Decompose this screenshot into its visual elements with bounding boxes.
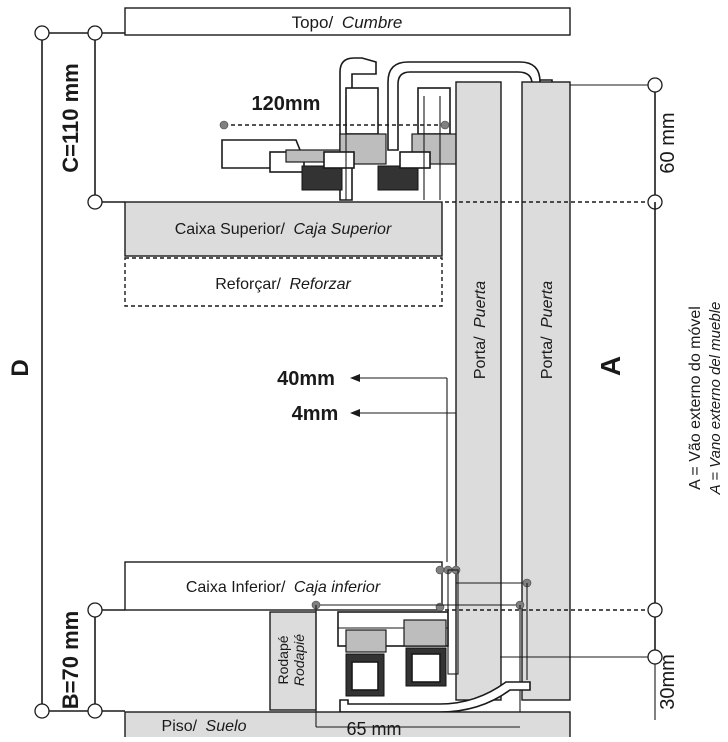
caixa-superior-label-pt: Caixa Superior/ <box>175 221 286 238</box>
lower-hinge-hardware <box>337 569 531 713</box>
piso-label-es: Suelo <box>206 718 247 735</box>
legend-line-2: A = Vano externo del mueble <box>707 302 724 496</box>
b-dimension: B=70 mm <box>58 602 125 719</box>
topo-label-pt: Topo/ <box>292 13 334 32</box>
outer-door-label-pt: Porta/ <box>539 336 556 379</box>
outer-door-label-es: Puerta <box>539 281 556 328</box>
a-legend: A = Vão externo do móvel A = Vano extern… <box>687 302 724 496</box>
dim-4mm: 4mm <box>292 403 457 562</box>
caixa-superior-panel: Caixa Superior/ Caja Superior <box>124 201 443 257</box>
inner-door-label-pt: Porta/ <box>472 336 489 379</box>
dim-40mm-label: 40mm <box>277 368 335 390</box>
topo-label-es: Cumbre <box>342 13 402 32</box>
caixa-inferior-panel: Caixa Inferior/ Caja inferior <box>124 561 443 611</box>
c-label: C=110 mm <box>58 63 83 172</box>
outer-door-panel: Porta/ Puerta <box>521 81 571 701</box>
d-label: D <box>7 359 34 376</box>
dim-30mm-label: 30mm <box>657 654 679 710</box>
upper-hinge-hardware <box>221 57 553 201</box>
dim-65mm-label: 65 mm <box>346 719 401 737</box>
right-dimensions: 60 mm A 30mm <box>445 77 679 720</box>
dim-120mm-label: 120mm <box>252 93 321 115</box>
caixa-superior-label-es: Caja Superior <box>293 221 392 238</box>
svg-text:Caixa Superior/ Caja Sup: Caixa Superior/ Caja Superior <box>175 221 392 238</box>
dim-60mm-label: 60 mm <box>657 112 679 173</box>
dim-40mm: 40mm <box>277 368 448 562</box>
caixa-inferior-label-es: Caja inferior <box>294 579 381 596</box>
caixa-inferior-label-pt: Caixa Inferior/ <box>186 579 286 596</box>
piso-label-pt: Piso/ <box>162 718 198 735</box>
d-dimension: D <box>7 25 125 719</box>
a-label: A <box>595 356 626 376</box>
dim-120mm: 120mm <box>219 93 450 130</box>
inner-door-panel: Porta/ Puerta <box>455 81 502 701</box>
rodape-panel: Rodapé Rodapié <box>269 611 317 711</box>
svg-text:Reforçar/ Reforzar: Reforçar/ Reforzar <box>215 276 351 293</box>
inner-door-label-es: Puerta <box>472 281 489 328</box>
c-dimension: C=110 mm <box>58 25 125 210</box>
svg-text:Porta/ Puerta: Porta/ Puerta <box>472 281 489 379</box>
reforcar-label-pt: Reforçar/ <box>215 276 281 293</box>
svg-text:Porta/ Puerta: Porta/ Puerta <box>539 281 556 379</box>
reforcar-label-es: Reforzar <box>289 276 351 293</box>
svg-text:Topo/ Cumbre: Topo/ Cumbre <box>292 13 403 32</box>
b-label: B=70 mm <box>58 611 83 709</box>
legend-line-1: A = Vão externo do móvel <box>687 306 704 490</box>
rodape-label-es: Rodapié <box>291 634 307 686</box>
rodape-label-pt: Rodapé <box>275 635 291 684</box>
dim-65mm: 65 mm <box>315 605 520 739</box>
reforcar-panel: Reforçar/ Reforzar <box>124 257 443 307</box>
svg-text:Piso/ Suelo: Piso/ Suelo <box>162 718 247 735</box>
topo-panel: Topo/ Cumbre <box>124 7 571 36</box>
svg-text:Caixa Inferior/ Caja inf: Caixa Inferior/ Caja inferior <box>186 579 381 596</box>
dim-4mm-label: 4mm <box>292 403 339 425</box>
